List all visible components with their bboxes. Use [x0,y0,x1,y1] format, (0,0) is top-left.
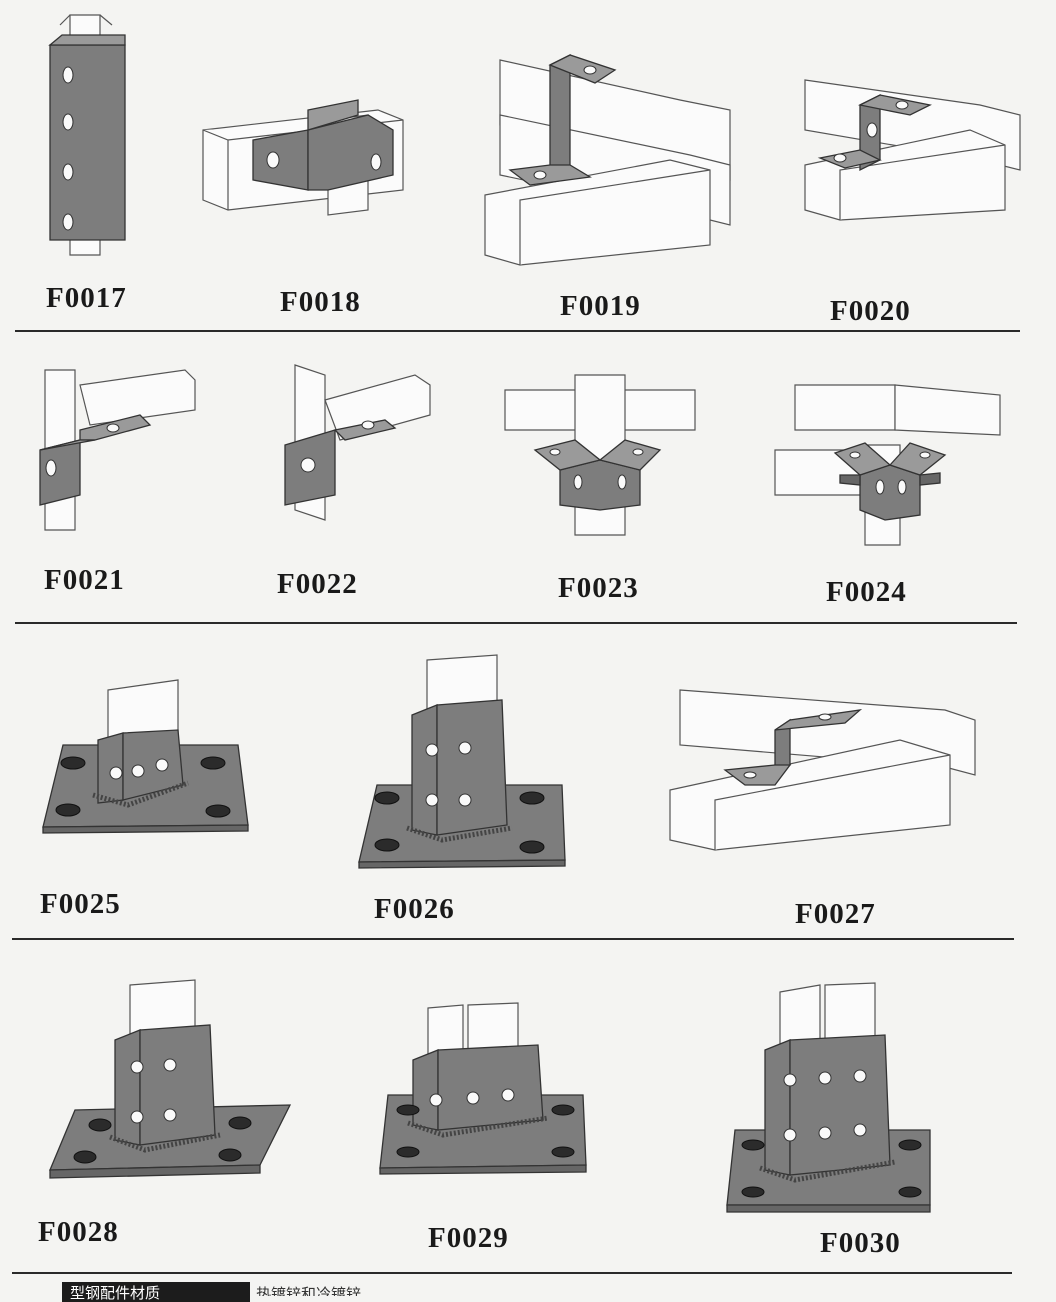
fitting-f0025[interactable] [38,675,253,835]
material-text: 热镀锌和冷镀锌 [256,1285,362,1296]
item-code-f0020: F0020 [830,295,911,327]
item-code-f0026: F0026 [374,893,455,925]
f0020-drawing [804,79,1021,221]
f0022-drawing [284,364,431,521]
fitting-f0020[interactable] [800,70,1030,225]
row-divider [12,1272,1012,1274]
f0025-drawing [42,679,249,834]
item-code-f0028: F0028 [38,1216,119,1248]
f0018-drawing [202,99,404,216]
item-code-f0017: F0017 [46,282,127,314]
fitting-f0030[interactable] [725,980,940,1215]
row-divider [15,330,1020,332]
item-code-f0021: F0021 [44,564,125,596]
f0029-drawing [379,1002,587,1175]
row-divider [15,622,1017,624]
row-divider [12,938,1014,940]
item-code-f0025: F0025 [40,888,121,920]
fitting-f0028[interactable] [45,975,295,1180]
material-tag: 型钢配件材质 [62,1282,250,1302]
fitting-f0018[interactable] [198,80,408,220]
item-code-f0018: F0018 [280,286,361,318]
fitting-f0027[interactable] [665,675,985,855]
f0026-drawing [358,654,566,869]
f0027-drawing [669,689,976,851]
f0019-drawing [484,53,731,266]
fitting-f0024[interactable] [770,375,1020,555]
item-code-f0023: F0023 [558,572,639,604]
f0028-drawing [49,979,292,1179]
item-code-f0024: F0024 [826,576,907,608]
f0024-drawing [774,384,1001,546]
f0023-drawing [504,374,696,536]
item-code-f0030: F0030 [820,1227,901,1259]
fitting-f0019[interactable] [480,45,740,270]
fitting-f0023[interactable] [500,370,700,540]
item-code-f0022: F0022 [277,568,358,600]
fitting-f0022[interactable] [280,360,440,540]
f0021-drawing [39,369,196,531]
fitting-f0029[interactable] [378,1000,590,1175]
item-code-f0027: F0027 [795,898,876,930]
item-code-f0029: F0029 [428,1222,509,1254]
item-code-f0019: F0019 [560,290,641,322]
fitting-f0021[interactable] [35,360,205,540]
fitting-f0017[interactable] [40,10,140,270]
f0017-drawing [48,14,126,256]
f0030-drawing [726,982,931,1213]
fitting-f0026[interactable] [357,650,572,870]
